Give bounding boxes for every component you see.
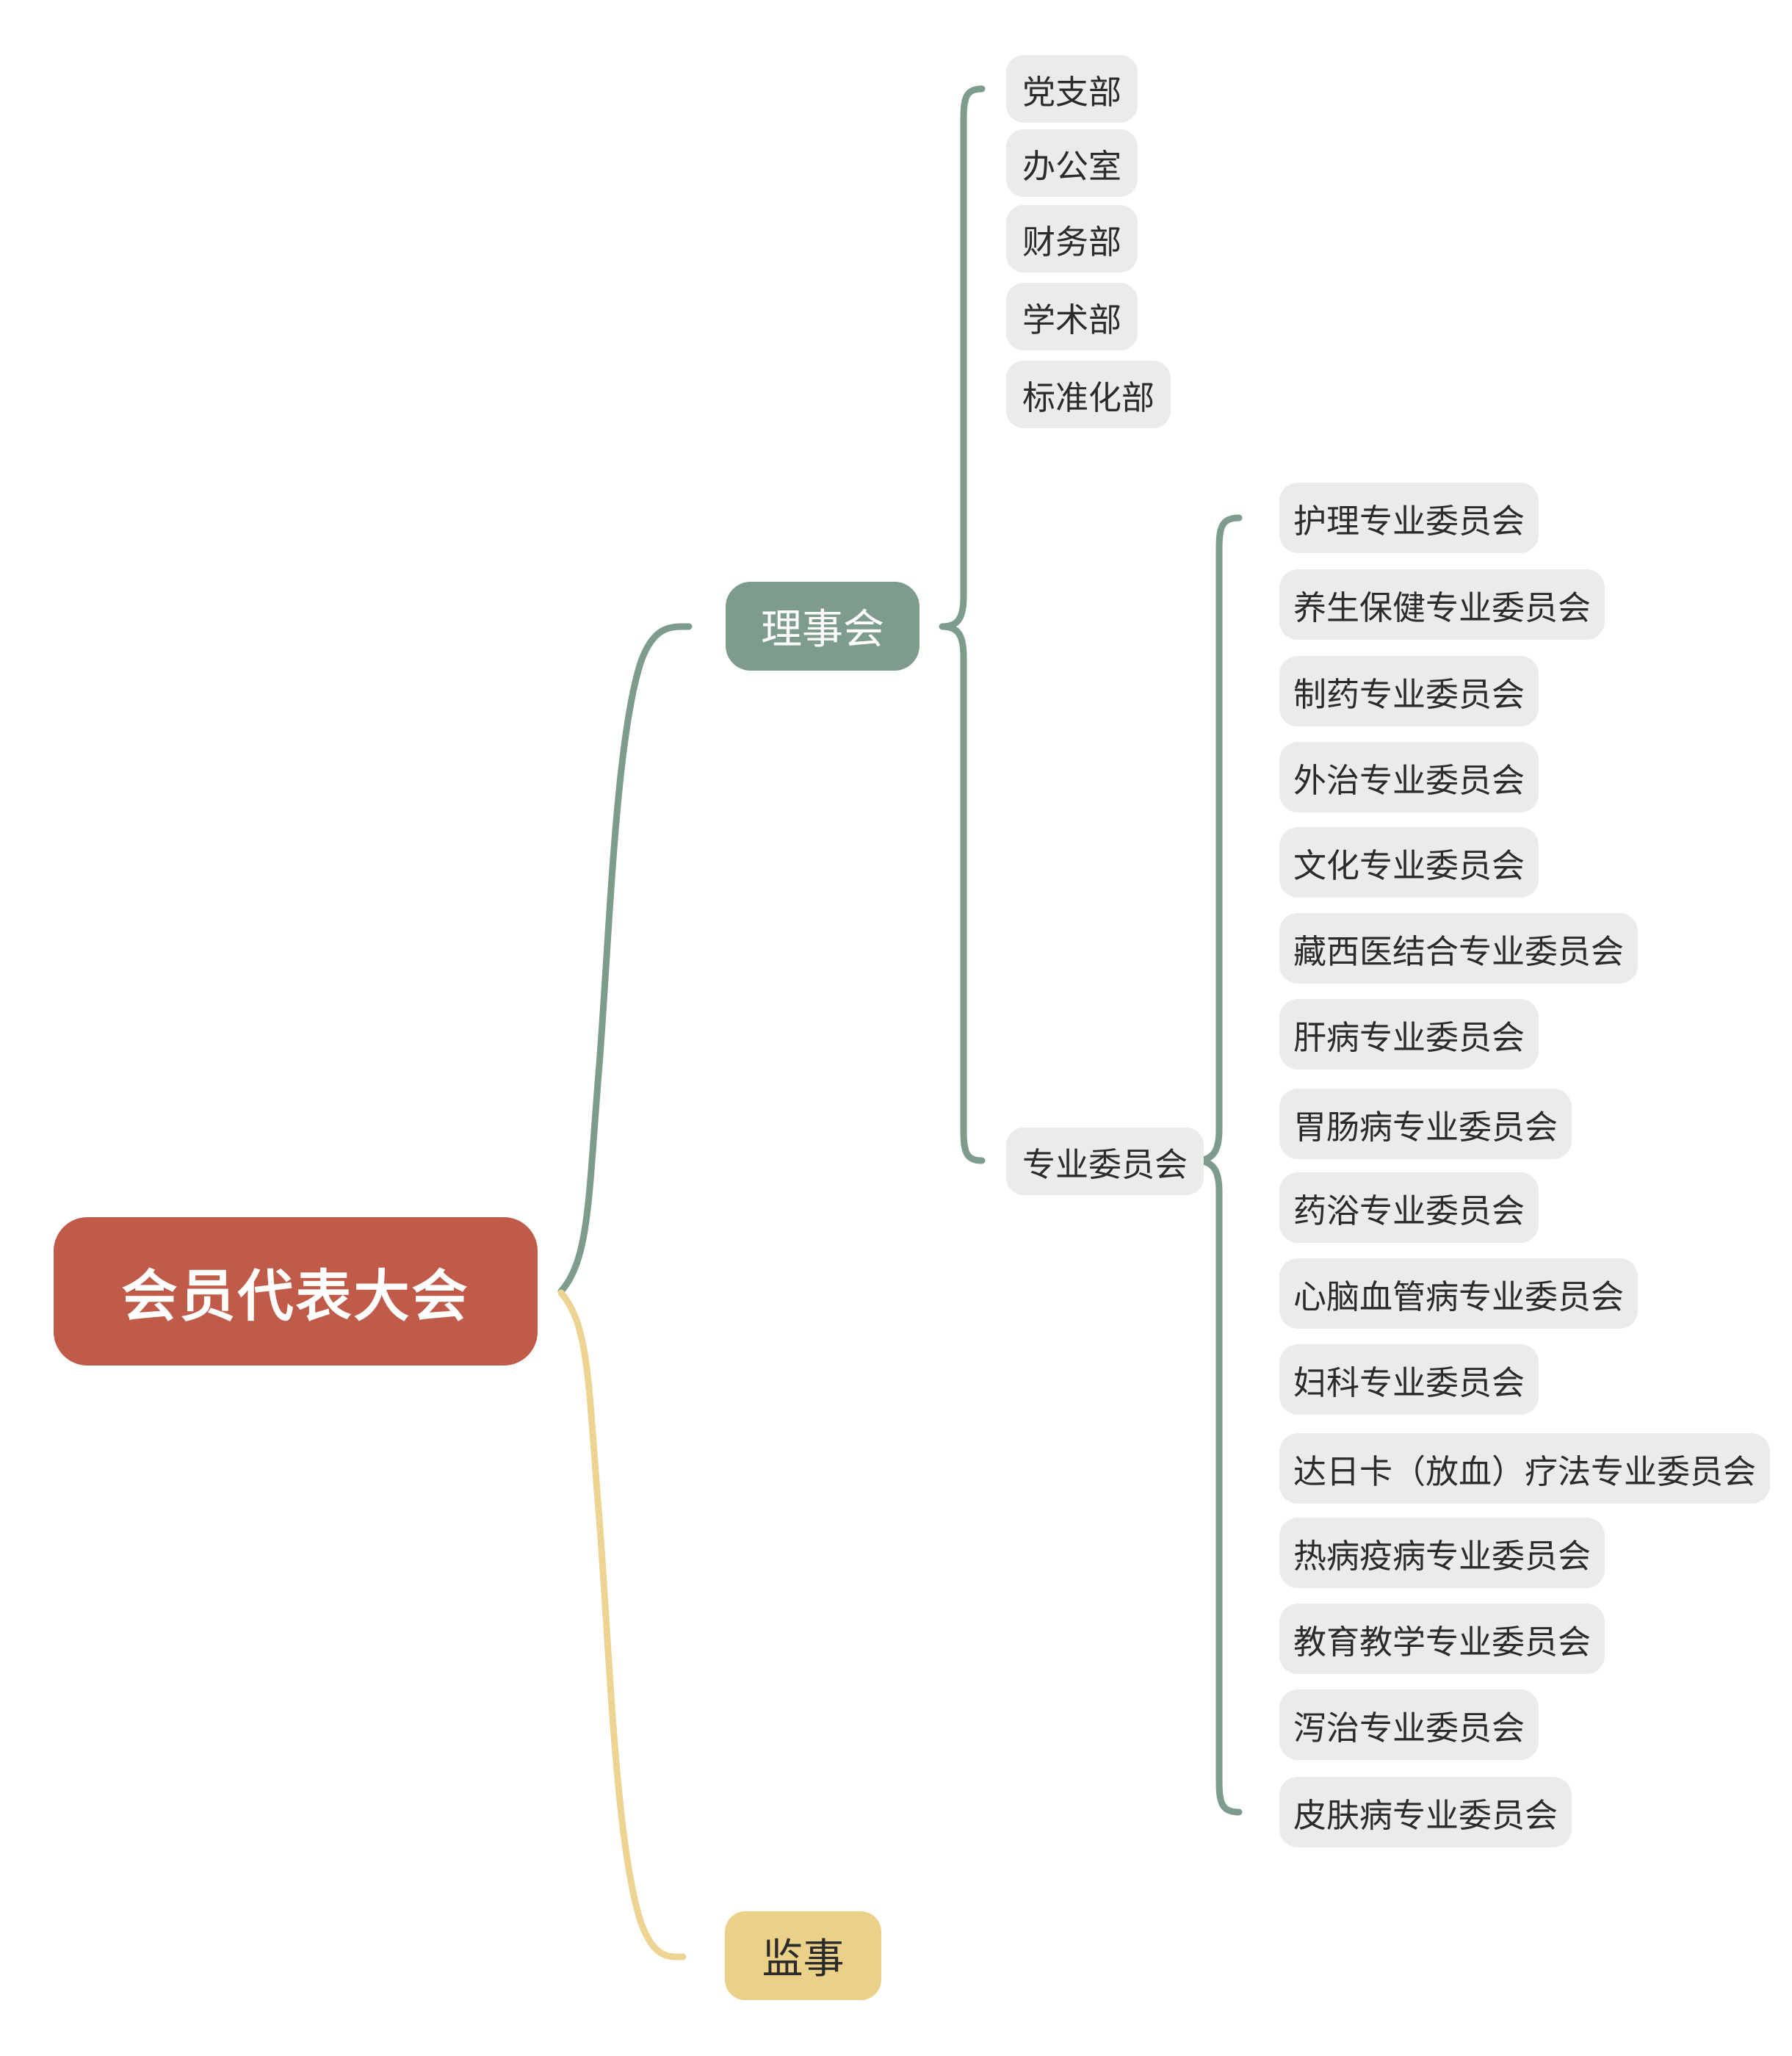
node-supervisor[interactable]: 监事 xyxy=(725,1911,881,2000)
node-committee[interactable]: 外治专业委员会 xyxy=(1279,742,1539,812)
node-committee[interactable]: 教育教学专业委员会 xyxy=(1279,1604,1605,1674)
node-department[interactable]: 办公室 xyxy=(1006,129,1138,197)
node-committee[interactable]: 妇科专业委员会 xyxy=(1279,1344,1539,1415)
node-committee[interactable]: 心脑血管病专业委员会 xyxy=(1279,1258,1639,1329)
edge-root-supervisor xyxy=(557,1289,687,1961)
node-committee[interactable]: 护理专业委员会 xyxy=(1279,483,1539,553)
node-committee[interactable]: 达日卡（放血）疗法专业委员会 xyxy=(1279,1433,1771,1504)
node-department[interactable]: 党支部 xyxy=(1006,55,1138,123)
node-committee[interactable]: 皮肤病专业委员会 xyxy=(1279,1777,1572,1847)
node-department[interactable]: 财务部 xyxy=(1006,205,1138,273)
node-board[interactable]: 理事会 xyxy=(726,582,920,671)
node-department[interactable]: 学术部 xyxy=(1006,283,1138,350)
node-root[interactable]: 会员代表大会 xyxy=(54,1217,538,1366)
node-committee[interactable]: 热病疫病专业委员会 xyxy=(1279,1518,1605,1588)
node-committee[interactable]: 制药专业委员会 xyxy=(1279,656,1539,726)
node-committee[interactable]: 胃肠病专业委员会 xyxy=(1279,1089,1572,1159)
node-committee[interactable]: 药浴专业委员会 xyxy=(1279,1172,1539,1243)
node-committee[interactable]: 泻治专业委员会 xyxy=(1279,1689,1539,1760)
brace-board-children xyxy=(939,85,986,1164)
node-committee[interactable]: 文化专业委员会 xyxy=(1279,827,1539,898)
node-committee[interactable]: 肝病专业委员会 xyxy=(1279,999,1539,1070)
node-committee[interactable]: 养生保健专业委员会 xyxy=(1279,569,1605,640)
edge-root-board xyxy=(557,623,693,1295)
node-committee-parent[interactable]: 专业委员会 xyxy=(1006,1128,1204,1195)
node-committee[interactable]: 藏西医结合专业委员会 xyxy=(1279,913,1639,984)
node-department[interactable]: 标准化部 xyxy=(1006,361,1171,428)
